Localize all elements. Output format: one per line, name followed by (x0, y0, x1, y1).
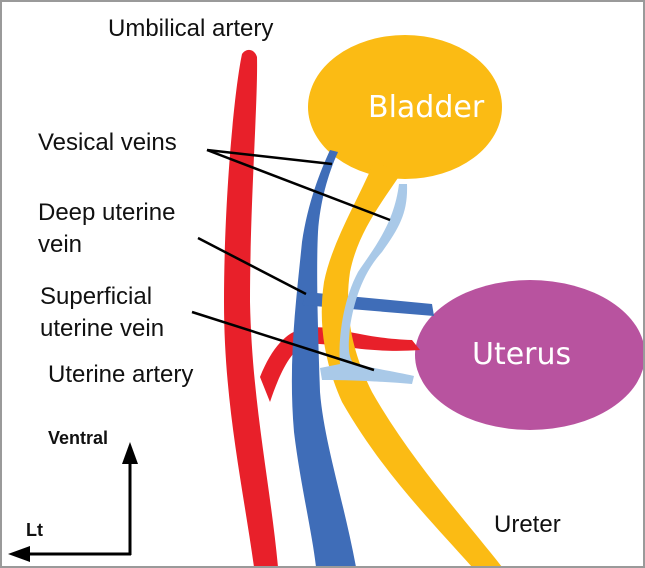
superficial-uterine-vein-label-line2: uterine vein (40, 314, 164, 344)
ventral-axis-label: Ventral (48, 428, 108, 449)
vesical-veins-label: Vesical veins (38, 128, 177, 158)
uterus-label: Uterus (472, 337, 571, 372)
umbilical-artery-vessel (224, 50, 278, 567)
ventral-arrowhead (122, 442, 138, 464)
leader-deep-uterine-vein (198, 238, 306, 294)
bladder-label: Bladder (368, 90, 484, 125)
lt-arrowhead (8, 546, 30, 562)
lt-axis-label: Lt (26, 520, 43, 541)
deep-uterine-vein-label-line2: vein (38, 230, 82, 260)
umbilical-artery-label: Umbilical artery (108, 14, 273, 44)
ureter-label: Ureter (494, 510, 561, 540)
uterine-artery-label: Uterine artery (48, 360, 193, 390)
superficial-uterine-vein-label-line1: Superficial (40, 282, 152, 312)
deep-uterine-vein-label-line1: Deep uterine (38, 198, 175, 228)
